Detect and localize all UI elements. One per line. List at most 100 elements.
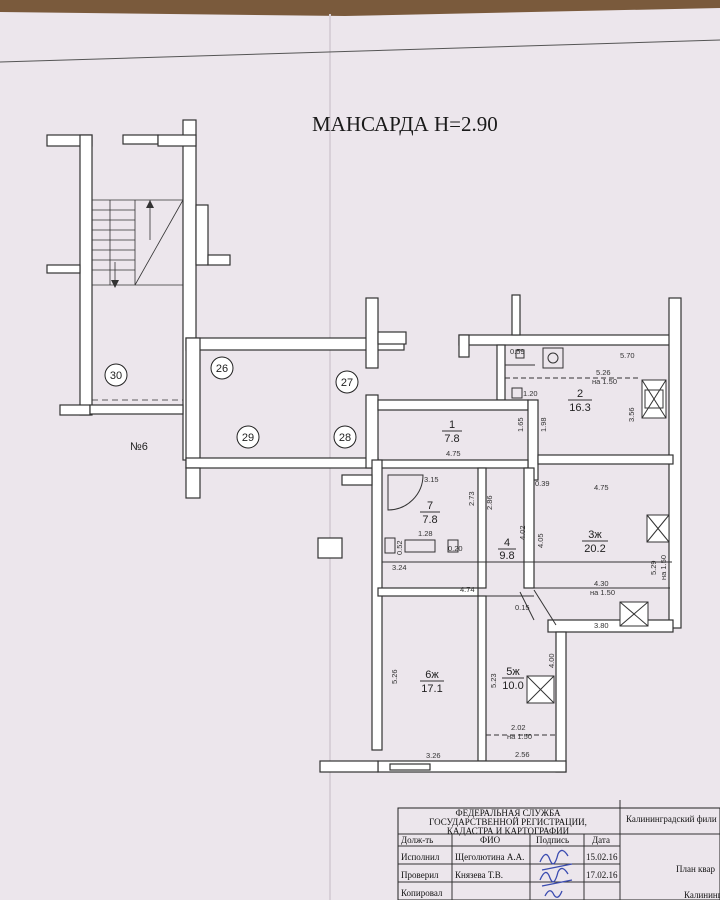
svg-text:5ж: 5ж	[506, 666, 520, 678]
header-date: Дата	[592, 835, 610, 845]
room-6: 6ж 17.1	[420, 669, 444, 695]
svg-text:0.39: 0.39	[535, 479, 550, 488]
circled-markers: 30 26 27 29 28	[104, 356, 359, 449]
signature-mark	[539, 867, 573, 887]
roof-window-icon	[646, 514, 670, 543]
svg-text:9.8: 9.8	[499, 550, 514, 562]
sheet-title: План квар	[676, 864, 716, 874]
header-name: ФИО	[480, 835, 501, 845]
svg-text:0.52: 0.52	[395, 540, 404, 555]
row-2-position: Проверил	[401, 870, 439, 880]
svg-text:2.86: 2.86	[485, 495, 494, 510]
svg-text:4.30: 4.30	[594, 579, 609, 588]
marker-29: 29	[236, 425, 260, 449]
svg-text:7: 7	[427, 500, 433, 512]
row-2-name: Князева Т.В.	[455, 870, 503, 880]
svg-text:3.80: 3.80	[594, 621, 609, 630]
svg-text:2.56: 2.56	[515, 750, 530, 759]
svg-text:5.26: 5.26	[596, 368, 611, 377]
svg-text:7.8: 7.8	[444, 433, 459, 445]
row-3-position: Копировал	[401, 888, 443, 898]
svg-text:1.20: 1.20	[523, 389, 538, 398]
svg-text:1.28: 1.28	[418, 529, 433, 538]
room-3: 3ж 20.2	[582, 529, 608, 555]
svg-text:на 1.50: на 1.50	[507, 732, 532, 741]
svg-text:на 1.50: на 1.50	[659, 555, 668, 580]
room-4: 49.8	[498, 537, 516, 562]
title-block: ФЕДЕРАЛЬНАЯ СЛУЖБА ГОСУДАРСТВЕННОЙ РЕГИС…	[397, 800, 720, 900]
svg-text:26: 26	[216, 363, 228, 375]
svg-text:17.1: 17.1	[421, 683, 442, 695]
svg-text:3.15: 3.15	[424, 475, 439, 484]
svg-text:2.73: 2.73	[467, 491, 476, 506]
signature-mark	[544, 890, 563, 898]
row-1-position: Исполнил	[401, 852, 440, 862]
marker-30: 30	[104, 363, 128, 387]
svg-text:2.02: 2.02	[511, 723, 526, 732]
svg-text:1: 1	[449, 419, 455, 431]
svg-text:4.74: 4.74	[460, 585, 475, 594]
signature-mark	[539, 849, 573, 871]
svg-text:5.29: 5.29	[649, 560, 658, 575]
row-1-name: Щеголютина А.А.	[455, 852, 524, 862]
svg-text:30: 30	[110, 370, 122, 382]
marker-28: 28	[333, 425, 357, 449]
marker-26: 26	[210, 356, 234, 380]
svg-text:2: 2	[577, 388, 583, 400]
svg-text:4.02: 4.02	[518, 525, 527, 540]
svg-text:4: 4	[504, 537, 510, 549]
svg-text:0.20: 0.20	[448, 544, 463, 553]
svg-text:0.15: 0.15	[515, 603, 530, 612]
roof-window-icon	[641, 379, 667, 419]
roof-window-icon	[619, 601, 649, 627]
svg-text:1.65: 1.65	[516, 417, 525, 432]
unit-label: №6	[130, 441, 148, 453]
svg-text:7.8: 7.8	[422, 514, 437, 526]
svg-text:4.05: 4.05	[536, 533, 545, 548]
plan-title: МАНСАРДА Н=2.90	[312, 112, 498, 136]
sheet-border-top	[0, 39, 720, 63]
svg-text:0.59: 0.59	[510, 347, 525, 356]
svg-text:5.26: 5.26	[390, 669, 399, 684]
svg-text:4.75: 4.75	[594, 483, 609, 492]
svg-text:16.3: 16.3	[569, 402, 590, 414]
svg-text:1.98: 1.98	[539, 417, 548, 432]
header-signature: Подпись	[536, 835, 569, 845]
roof-windows	[526, 379, 670, 704]
svg-text:4.00: 4.00	[547, 653, 556, 668]
corridor-block	[185, 297, 407, 499]
header-position: Долж-ть	[401, 835, 433, 845]
svg-text:3ж: 3ж	[588, 529, 602, 541]
svg-text:на 1.50: на 1.50	[592, 377, 617, 386]
svg-text:5.70: 5.70	[620, 351, 635, 360]
branch-name: Калининградский фили	[626, 814, 717, 824]
svg-text:3.56: 3.56	[627, 407, 636, 422]
svg-text:3.26: 3.26	[426, 751, 441, 760]
svg-text:28: 28	[339, 432, 351, 444]
room-2: 216.3	[568, 388, 592, 414]
apartment-walls	[317, 294, 682, 773]
svg-text:3.24: 3.24	[392, 563, 407, 572]
svg-text:10.0: 10.0	[502, 680, 523, 692]
svg-text:6ж: 6ж	[425, 669, 439, 681]
svg-text:20.2: 20.2	[584, 543, 605, 555]
svg-text:4.75: 4.75	[446, 449, 461, 458]
agency-line-1: ФЕДЕРАЛЬНАЯ СЛУЖБА	[456, 808, 561, 818]
marker-27: 27	[335, 370, 359, 394]
svg-text:5.23: 5.23	[489, 673, 498, 688]
room-1: 17.8	[442, 419, 462, 445]
row-2-date: 17.02.16	[586, 870, 618, 880]
room-5: 5ж 10.0	[502, 666, 524, 692]
svg-text:27: 27	[341, 377, 353, 389]
row-1-date: 15.02.16	[586, 852, 618, 862]
roof-window-icon	[526, 675, 555, 704]
svg-text:29: 29	[242, 432, 254, 444]
svg-text:на 1.50: на 1.50	[590, 588, 615, 597]
agency-line-2: ГОСУДАРСТВЕННОЙ РЕГИСТРАЦИИ,	[429, 817, 587, 827]
dimension-labels: 5.70 5.26 на 1.50 3.56 1.20 0.59 1.65 1.…	[390, 347, 668, 760]
footer-fragment: Калининг	[684, 890, 720, 900]
agency-line-3: КАДАСТРА И КАРТОГРАФИИ	[447, 826, 570, 836]
room-7: 77.8	[420, 500, 440, 526]
